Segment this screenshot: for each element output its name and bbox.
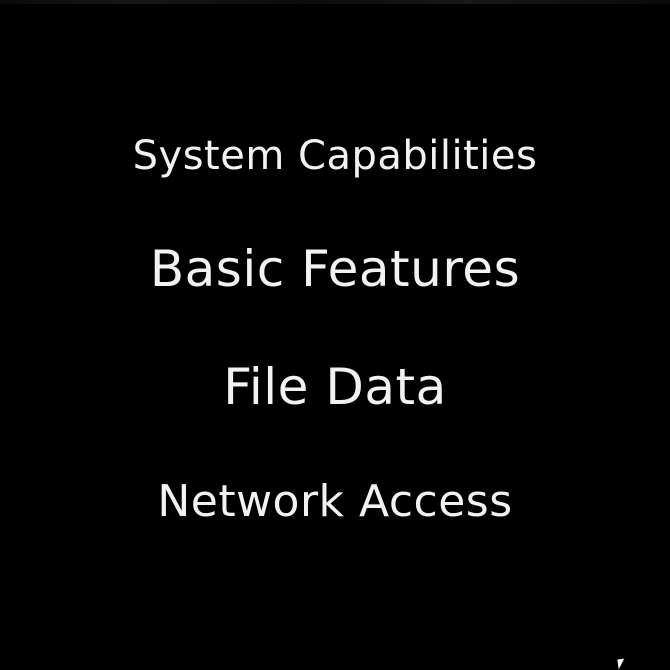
menu-item-file-data[interactable]: File Data [223, 358, 447, 416]
menu-item-basic-features[interactable]: Basic Features [149, 240, 521, 298]
mouse-cursor-icon [617, 658, 626, 670]
top-strip [0, 0, 670, 4]
menu-item-network-access[interactable]: Network Access [157, 476, 513, 527]
menu-item-system-capabilities[interactable]: System Capabilities [132, 133, 538, 179]
